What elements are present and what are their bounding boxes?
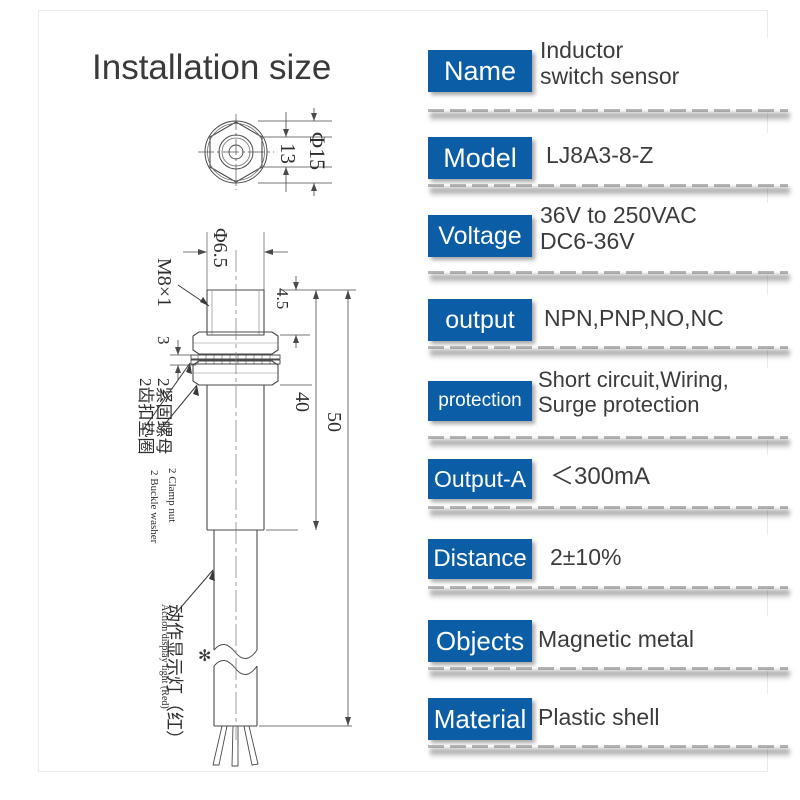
dimension-washer-thickness: 3 <box>154 336 173 345</box>
cable-break-symbol: ✻ <box>198 648 212 665</box>
row-separator <box>428 436 788 440</box>
spec-row-output: output NPN,PNP,NO,NC <box>428 295 790 359</box>
spec-value-model: LJ8A3-8-Z <box>546 142 654 168</box>
spec-value-name: Inductor switch sensor <box>540 37 680 89</box>
spec-value-distance: 2±10% <box>550 544 622 570</box>
spec-row-material: Material Plastic shell <box>428 694 790 758</box>
row-separator <box>428 586 788 590</box>
spec-row-output-a: Output-A ＜300mA <box>428 455 790 519</box>
spec-value-material: Plastic shell <box>538 704 660 730</box>
specification-table: Name Inductor switch sensor Model LJ8A3-… <box>420 0 800 800</box>
spec-value-protection: Short circuit,Wiring, Surge protection <box>538 367 729 417</box>
spec-value-voltage: 36V to 250VAC DC6-36V <box>540 202 697 254</box>
sensor-technical-drawing <box>142 108 356 767</box>
row-separator <box>428 109 788 113</box>
dimension-thread: M8×1 <box>153 258 175 308</box>
spec-value-output: NPN,PNP,NO,NC <box>544 305 724 331</box>
spec-key-protection: protection <box>428 381 532 421</box>
spec-key-name: Name <box>428 50 532 92</box>
spec-value-objects: Magnetic metal <box>538 626 694 652</box>
top-view-end-on <box>198 114 274 190</box>
dimension-body-diameter: Φ6.5 <box>209 228 231 268</box>
row-separator <box>428 346 788 350</box>
spec-row-model: Model LJ8A3-8-Z <box>428 133 790 197</box>
annotation-buckle-washer-en: 2 Buckle washer <box>148 470 160 544</box>
row-separator <box>428 745 788 749</box>
spec-row-protection: protection Short circuit,Wiring, Surge p… <box>428 367 790 449</box>
spec-key-objects: Objects <box>428 620 532 662</box>
spec-key-material: Material <box>428 698 532 740</box>
dimension-total-length: 50 <box>323 412 345 432</box>
top-view-dimension-lines <box>258 108 332 196</box>
row-shadow <box>430 188 790 197</box>
spec-row-voltage: Voltage 36V to 250VAC DC6-36V <box>428 202 790 284</box>
annotation-buckle-washer-cn: 2齿扣垫圈 <box>136 378 155 455</box>
row-shadow <box>430 350 790 359</box>
side-view-dimension-lines <box>170 249 356 727</box>
annotation-leader-lines <box>142 284 215 621</box>
dimension-across-flats: 13 <box>276 143 300 164</box>
spec-key-model: Model <box>428 137 532 179</box>
spec-key-distance: Distance <box>428 539 532 579</box>
row-separator <box>428 271 788 275</box>
dimension-outer-diameter: Φ15 <box>305 132 330 171</box>
row-shadow <box>430 113 790 122</box>
row-shadow <box>430 510 790 519</box>
spec-row-objects: Objects Magnetic metal <box>428 616 790 680</box>
row-separator <box>428 506 788 510</box>
annotation-clamp-nut-en: 2 Clamp nut <box>166 468 178 523</box>
row-separator <box>428 667 788 671</box>
drawing-title: Installation size <box>92 48 332 87</box>
spec-value-output-a: ＜300mA <box>550 463 651 490</box>
row-shadow <box>430 440 790 449</box>
row-separator <box>428 184 788 188</box>
spec-key-output-a: Output-A <box>428 459 532 499</box>
installation-drawing-pane: Installation size <box>92 48 356 767</box>
side-view-body <box>190 232 281 767</box>
row-shadow <box>430 275 790 284</box>
spec-key-voltage: Voltage <box>428 215 532 257</box>
row-shadow <box>430 749 790 758</box>
spec-row-name: Name Inductor switch sensor <box>428 37 790 122</box>
spec-key-output: output <box>428 299 532 341</box>
row-shadow <box>430 590 790 599</box>
dimension-nut-height: 4.5 <box>273 288 292 310</box>
dimension-length-to-nut: 40 <box>291 392 313 412</box>
row-shadow <box>430 671 790 680</box>
spec-row-distance: Distance 2±10% <box>428 535 790 599</box>
annotation-display-light-en: Action display light (Red) <box>159 604 170 709</box>
